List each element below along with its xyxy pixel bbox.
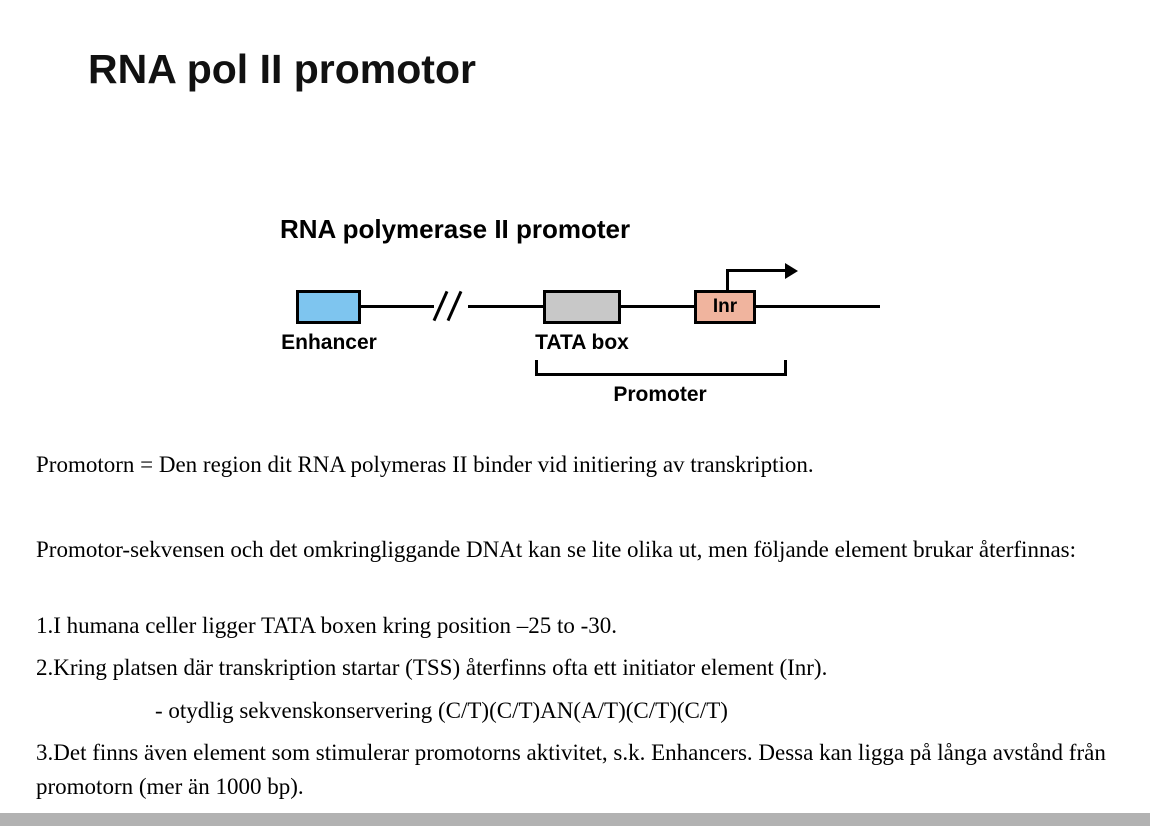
tata-box	[543, 290, 621, 324]
transcription-start-arrowhead-icon	[785, 263, 798, 279]
list-item-tata-position: 1.I humana celler ligger TATA boxen krin…	[36, 613, 618, 638]
inr-box: Inr	[694, 290, 756, 324]
promoter-label: Promoter	[613, 383, 707, 406]
diagram-title: RNA polymerase II promoter	[280, 214, 631, 244]
promoter-diagram: RNA polymerase II promoter Inr Enhancer …	[280, 214, 880, 406]
list-item-sequence-conservation: - otydlig sekvenskonservering (C/T)(C/T)…	[155, 698, 728, 723]
enhancer-box	[296, 290, 361, 324]
paragraph-promoter-sequence-intro: Promotor-sekvensen och det omkringliggan…	[36, 537, 1076, 562]
list-item-initiator-element: 2.Kring platsen där transkription starta…	[36, 655, 828, 680]
transcription-start-arrow-vertical	[726, 269, 729, 292]
bottom-bar	[0, 813, 1150, 826]
enhancer-label: Enhancer	[281, 331, 377, 354]
transcription-start-arrow-horizontal	[726, 269, 787, 272]
tata-box-label: TATA box	[535, 331, 629, 354]
list-item-enhancers: 3.Det finns även element som stimulerar …	[36, 740, 1106, 799]
paragraph-promoter-definition: Promotorn = Den region dit RNA polymeras…	[36, 452, 814, 477]
inr-label: Inr	[712, 296, 738, 317]
slide-title: RNA pol II promotor	[88, 46, 476, 92]
promoter-bracket	[535, 360, 787, 376]
